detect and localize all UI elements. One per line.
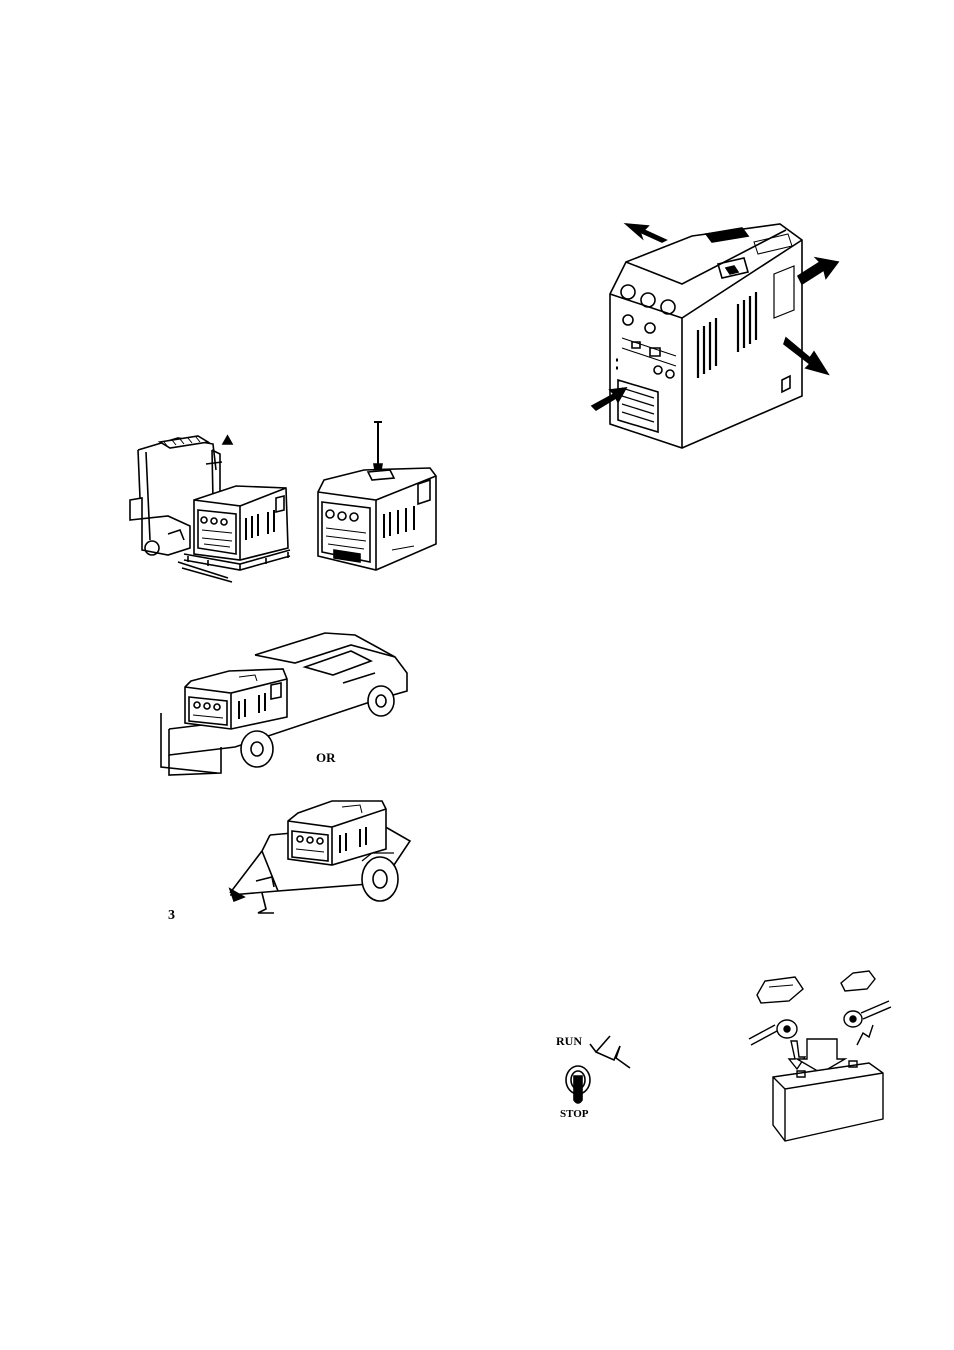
run-stop-switch-illustration [556,1030,636,1110]
figure-number: 3 [168,908,175,924]
or-label: OR [316,750,336,766]
battery-cable-connection-illustration [745,965,895,1150]
welder-in-pickup-truck-illustration [155,625,415,785]
crane-hook-lifting-welder-illustration [310,420,450,585]
welder-on-trailer-illustration [222,785,417,920]
welder-airflow-arrows-illustration [588,210,838,450]
stop-label: STOP [560,1108,589,1120]
forklift-lifting-welder-illustration [128,430,303,590]
